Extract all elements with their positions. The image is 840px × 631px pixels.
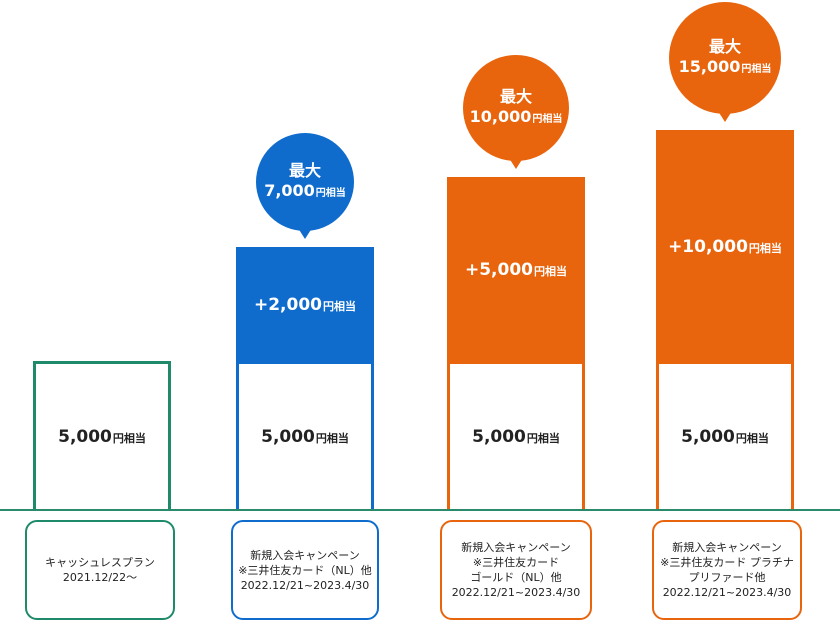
bar-bonus-label: +5,000円相当 — [465, 260, 567, 280]
category-label-line: 新規入会キャンペーン — [250, 548, 360, 562]
bar-base: 5,000円相当 — [447, 361, 585, 509]
amount-unit: 円相当 — [323, 300, 357, 313]
amount-number: 7,000 — [264, 180, 315, 200]
category-label-line: 新規入会キャンペーン — [672, 541, 782, 554]
category-label-line: ※三井住友カード（NL）他 — [238, 563, 372, 577]
category-label: 新規入会キャンペーン ※三井住友カードゴールド（NL）他 2022.12/21~20… — [440, 520, 592, 620]
category-label: 新規入会キャンペーン ※三井住友カード プラチナプリファード他 2022.12/21… — [652, 520, 802, 620]
bubble-title: 最大 — [708, 36, 741, 56]
bar-base-label: 5,000円相当 — [472, 427, 560, 447]
amount-number: 5,000 — [472, 426, 526, 447]
amount-unit: 円相当 — [748, 241, 782, 255]
amount-unit: 円相当 — [112, 431, 146, 445]
category-label-line: 2022.12/21~2023.4/30 — [451, 586, 581, 599]
category-label-line: キャッシュレスプラン — [45, 556, 155, 569]
amount-number: 5,000 — [58, 426, 112, 447]
bar-bonus-label: +2,000円相当 — [254, 295, 356, 315]
bar-base-label: 5,000円相当 — [261, 427, 349, 447]
bar-base: 5,000円相当 — [656, 361, 794, 509]
amount-unit: 円相当 — [741, 63, 772, 75]
category-label-line: ゴールド（NL）他 — [470, 571, 562, 584]
bubble-tail — [718, 111, 732, 122]
category-label-line: 2022.12/21~2023.4/30 — [240, 578, 370, 592]
amount-unit: 円相当 — [735, 431, 769, 445]
bar-base-label: 5,000円相当 — [58, 427, 146, 447]
bar-base: 5,000円相当 — [33, 361, 171, 509]
amount-unit: 円相当 — [534, 265, 568, 278]
bubble-title: 最大 — [499, 86, 532, 106]
bar-base-label: 5,000円相当 — [681, 427, 769, 447]
bubble-title: 最大 — [288, 160, 321, 180]
amount-unit: 円相当 — [532, 113, 563, 125]
amount-number: 5,000 — [681, 426, 735, 447]
category-label-line: 2021.12/22〜 — [62, 571, 138, 584]
category-label: キャッシュレスプラン 2021.12/22〜 — [25, 520, 175, 620]
amount-unit: 円相当 — [526, 431, 560, 445]
amount-number: 10,000 — [469, 106, 532, 126]
baseline — [0, 509, 840, 511]
category-label-line: ※三井住友カード プラチナ — [660, 556, 794, 569]
bar-bonus-label: +10,000円相当 — [668, 237, 782, 257]
category-label-line: 2022.12/21~2023.4/30 — [662, 586, 792, 599]
amount-number: 5,000 — [261, 426, 315, 447]
category-label-line: ※三井住友カード — [472, 556, 560, 569]
amount-unit: 円相当 — [315, 431, 349, 445]
amount-number: +5,000 — [464, 260, 534, 280]
category-label-line: プリファード他 — [688, 571, 766, 584]
bar-bonus: +2,000円相当 — [236, 247, 374, 363]
amount-unit: 円相当 — [315, 187, 346, 199]
category-label-line: 新規入会キャンペーン — [461, 541, 571, 554]
bubble-amount: 7,000円相当 — [264, 181, 346, 204]
bar-bonus: +5,000円相当 — [447, 177, 585, 363]
amount-number: +10,000 — [668, 236, 748, 257]
bubble-tail — [298, 228, 312, 239]
bubble-amount: 15,000円相当 — [679, 57, 772, 80]
amount-number: +2,000 — [253, 295, 323, 315]
bubble-tail — [509, 158, 523, 169]
bubble-amount: 10,000円相当 — [470, 107, 563, 130]
bar-bonus: +10,000円相当 — [656, 130, 794, 363]
bar-base: 5,000円相当 — [236, 361, 374, 509]
amount-number: 15,000 — [678, 56, 741, 76]
